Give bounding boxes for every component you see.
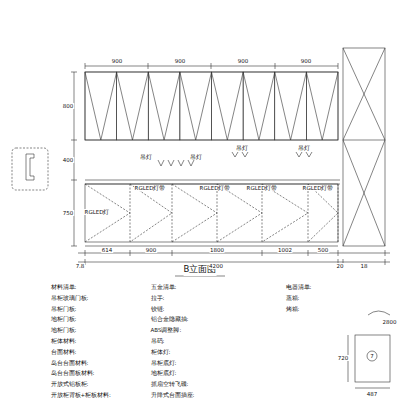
door-swing [243, 72, 275, 140]
pendant-lamps [158, 152, 312, 166]
dimension-label: 吊灯 [236, 145, 249, 151]
note-text: ABS调整脚: [150, 327, 182, 333]
plan-label: 487 [366, 391, 378, 397]
door-swing [130, 184, 172, 242]
note-text: 吊码: [150, 338, 165, 344]
door-edge [338, 184, 339, 242]
dimension-label: 吊灯 [140, 154, 153, 160]
note-text: 升降式台面插座: [150, 392, 195, 398]
door-swing [262, 184, 308, 242]
plan-label: 720 [337, 355, 349, 361]
dimension-label: RGLED灯带 [134, 185, 166, 191]
door-panel [306, 72, 338, 140]
arc-line [368, 311, 390, 315]
dimension-label: RGLED灯 [84, 209, 110, 215]
note-text: 地柜底灯: [150, 370, 177, 376]
note-text: 开放式铝板柜: [50, 381, 89, 387]
door-panel [85, 72, 117, 140]
dimension-label: 400 [62, 157, 74, 163]
dimension-label: 614 [101, 247, 113, 253]
dimension-label: 750 [62, 210, 74, 216]
note-text: 柜体材料: [50, 338, 77, 344]
door-panel [180, 72, 212, 140]
dimension-label: 500 [317, 247, 329, 253]
dimension-label: RGLED灯带 [246, 185, 278, 191]
dimension-label: 900 [111, 58, 123, 64]
shelf-line [343, 140, 385, 141]
callout-circle [367, 351, 377, 361]
note-text: 吊柜底灯: [150, 360, 177, 366]
dimension-label: 900 [145, 247, 157, 253]
note-text: 烤箱: [285, 306, 300, 312]
profile-section [26, 154, 34, 180]
door-diagonal [343, 140, 385, 246]
note-text: 岛台台面材料: [50, 360, 89, 366]
dimension-label: RGLED灯带 [199, 185, 231, 191]
note-text: 电器清单: [285, 284, 312, 290]
door-diagonal [343, 48, 385, 140]
dimension-line [78, 253, 390, 254]
dimension-label: 7.8 [75, 263, 85, 269]
upper-doors [85, 72, 338, 140]
door-panel [212, 72, 244, 140]
dimension-ticks [85, 250, 385, 256]
plan-label: 2800 [382, 319, 397, 325]
door-diagonal [343, 140, 385, 246]
dimension-label: 吊灯 [190, 154, 203, 160]
worktop-line [85, 180, 340, 181]
note-text: 五金清单: [150, 284, 177, 290]
note-text: 蒸箱: [285, 295, 300, 301]
note-text: 地柜门板: [50, 316, 77, 322]
dimension-label: 18 [360, 263, 368, 269]
base-cabinet [85, 184, 338, 242]
door-swing [117, 72, 149, 140]
dimension-label: 900 [174, 58, 186, 64]
note-text: 铝合金隐藏抽: [150, 316, 189, 322]
dimension-label: 4200 [209, 263, 224, 269]
door-panel [148, 72, 180, 140]
base-doors [85, 184, 338, 242]
door-swing [306, 72, 338, 140]
dimension-label: 900 [300, 58, 312, 64]
dimension-label: 800 [62, 103, 74, 109]
dimension-label: 吊灯 [298, 145, 311, 151]
dimension-label: 1800 [210, 247, 225, 253]
note-text: 柜体灯: [150, 349, 171, 355]
door-panel [243, 72, 275, 140]
door-swing [212, 72, 244, 140]
tall-cabinet [343, 48, 385, 246]
note-text: 材料清单: [50, 284, 77, 290]
plan-label: 7 [370, 353, 375, 359]
note-text: 铰链: [150, 306, 165, 312]
dimension-label: 20 [336, 263, 344, 269]
note-text: 拉手: [150, 295, 165, 301]
upper-cabinet [85, 72, 338, 140]
door-swing [85, 72, 117, 140]
door-swing [180, 72, 212, 140]
door-swing [275, 72, 307, 140]
door-panel [275, 72, 307, 140]
note-text: 吊柜玻璃门板: [50, 295, 89, 301]
note-text: 台面材料: [50, 349, 77, 355]
note-text: 地柜门板: [50, 327, 77, 333]
dimension-label: 1002 [278, 247, 293, 253]
note-text: 吊柜门板: [50, 306, 77, 312]
door-panel [117, 72, 149, 140]
detail-frame [12, 148, 48, 190]
note-text: 开放柜背板+柜板材料: [50, 392, 111, 398]
door-swing [85, 184, 130, 242]
plan-outline [355, 335, 390, 382]
door-swing [148, 72, 180, 140]
dimension-line [355, 388, 390, 389]
dimension-label: 900 [237, 58, 249, 64]
note-text: 岛台台面板材料: [50, 370, 95, 376]
door-diagonal [343, 48, 385, 140]
dimension-line [85, 66, 338, 67]
note-text: 抓扇空转飞碟: [150, 381, 189, 387]
door-swing [217, 184, 262, 242]
dimension-label: RGLED灯带 [302, 185, 334, 191]
door-swing [172, 184, 217, 242]
door-swing [308, 184, 338, 242]
